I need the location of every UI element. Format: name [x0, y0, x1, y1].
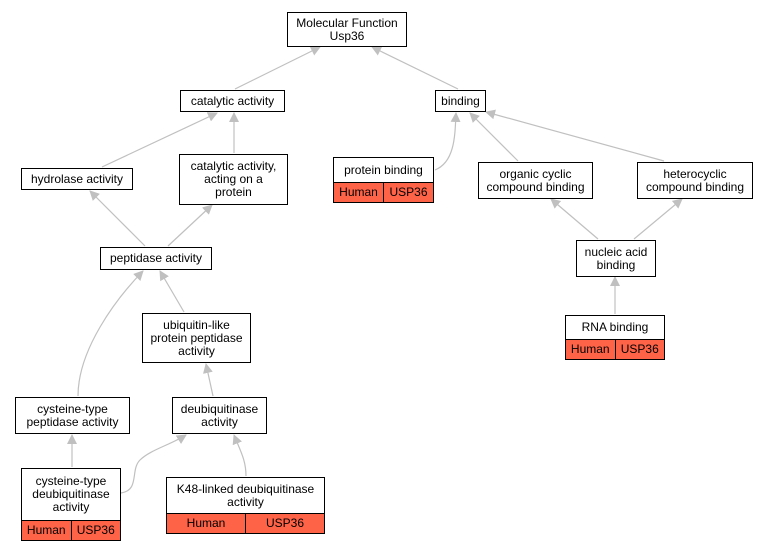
annotation-row: Human USP36: [334, 182, 433, 202]
node-cysteine-type-peptidase-activity[interactable]: cysteine-type peptidase activity: [15, 397, 130, 434]
node-label-line: compound binding: [645, 179, 745, 194]
annotation-row: Human USP36: [566, 339, 664, 359]
node-label-line: deubiquitinase: [32, 487, 110, 501]
edge-nab-to-occ: [550, 198, 599, 240]
node-label-line: activity: [52, 500, 90, 514]
node-cysteine-type-deubiquitinase-activity[interactable]: cysteine-type deubiquitinase activity Hu…: [21, 468, 121, 541]
node-label-line: Usp36: [329, 28, 365, 43]
node-label-line: protein: [215, 185, 252, 199]
node-label-line: catalytic activity: [190, 93, 275, 108]
edge-cat-to-mf: [234, 46, 321, 90]
annotation-species: Human: [167, 514, 245, 533]
edge-k48-to-dub: [232, 434, 247, 477]
node-label-line: acting on a: [204, 172, 263, 186]
node-deubiquitinase-activity[interactable]: deubiquitinase activity: [172, 397, 267, 434]
edge-pep-to-hyd: [89, 190, 146, 247]
node-label-line: cysteine-type: [37, 401, 108, 416]
node-label-line: K48-linked deubiquitinase: [176, 481, 315, 496]
node-label-line: binding: [441, 93, 480, 108]
node-label-line: protein binding: [344, 162, 423, 177]
node-label-line: activity: [178, 343, 215, 358]
node-label-line: organic cyclic: [499, 166, 572, 181]
node-label-line: deubiquitinase: [180, 401, 259, 416]
node-peptidase-activity[interactable]: peptidase activity: [100, 247, 212, 270]
annotation-gene: USP36: [245, 514, 324, 533]
annotation-gene: USP36: [383, 183, 433, 202]
annotation-row: Human USP36: [167, 513, 324, 533]
node-catalytic-activity[interactable]: catalytic activity: [180, 90, 285, 112]
node-label-line: nucleic acid: [584, 244, 648, 259]
node-label-line: compound binding: [486, 179, 585, 194]
node-label-line: RNA binding: [581, 320, 649, 334]
node-hydrolase-activity[interactable]: hydrolase activity: [21, 168, 133, 190]
node-label-line: peptidase activity: [109, 251, 203, 265]
node-ubiquitin-like-protein-peptidase-activity[interactable]: ubiquitin-like protein peptidase activit…: [142, 313, 251, 363]
node-binding[interactable]: binding: [435, 90, 486, 112]
annotation-gene: USP36: [70, 521, 120, 540]
node-label-line: hydrolase activity: [30, 171, 124, 186]
node-k48-linked-deubiquitinase-activity[interactable]: K48-linked deubiquitinase activity Human…: [166, 477, 325, 534]
edge-nab-to-hcc: [633, 198, 683, 240]
node-catalytic-activity-acting-on-protein[interactable]: catalytic activity, acting on a protein: [179, 154, 288, 205]
edge-cdub-to-dub: [120, 434, 187, 494]
annotation-species: Human: [22, 521, 71, 540]
edge-pb-to-bind: [434, 112, 461, 171]
node-label-line: activity: [227, 494, 264, 509]
node-organic-cyclic-compound-binding[interactable]: organic cyclic compound binding: [478, 162, 593, 199]
node-label-line: heterocyclic: [663, 166, 727, 181]
node-heterocyclic-compound-binding[interactable]: heterocyclic compound binding: [637, 162, 753, 199]
edge-ubl-to-pep: [159, 270, 185, 313]
node-label-line: activity: [201, 414, 238, 429]
edge-bind-to-mf: [371, 46, 459, 90]
edge-occ-to-bind: [469, 112, 519, 162]
node-rna-binding[interactable]: RNA binding Human USP36: [565, 315, 665, 360]
edge-hcc-to-bind: [485, 109, 665, 162]
node-protein-binding[interactable]: protein binding Human USP36: [333, 157, 434, 203]
edge-cys-to-pep: [77, 270, 144, 397]
node-label-line: Molecular Function: [296, 15, 398, 30]
node-label-line: catalytic activity,: [190, 159, 277, 173]
node-label-line: protein peptidase: [150, 330, 243, 345]
node-label-line: ubiquitin-like: [163, 317, 230, 332]
edge-dub-to-ubl: [203, 363, 214, 397]
annotation-species: Human: [566, 340, 615, 359]
annotation-row: Human USP36: [22, 520, 120, 540]
node-molecular-function[interactable]: Molecular Function Usp36: [287, 12, 407, 47]
node-label-line: cysteine-type: [35, 474, 107, 488]
node-label-line: peptidase activity: [26, 414, 119, 429]
edge-pep-to-catp: [167, 204, 213, 247]
edge-hyd-to-cat: [101, 112, 218, 168]
node-nucleic-acid-binding[interactable]: nucleic acid binding: [576, 240, 656, 277]
annotation-gene: USP36: [614, 340, 664, 359]
annotation-species: Human: [334, 183, 383, 202]
node-label-line: binding: [596, 257, 636, 272]
